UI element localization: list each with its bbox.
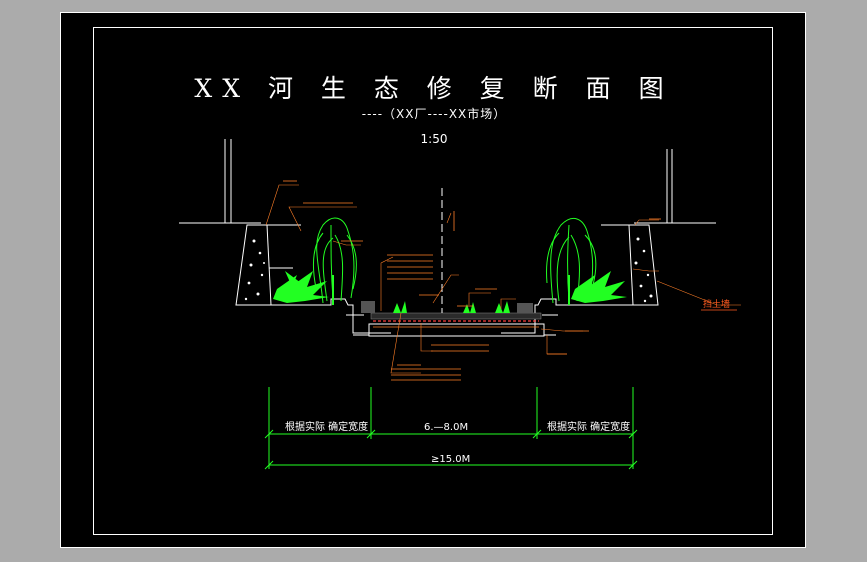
right-building <box>634 149 716 224</box>
drawing-subtitle: ----（XX厂----XX市场） <box>361 107 507 121</box>
drawing-title: XX 河 生 态 修 复 断 面 图 <box>194 74 674 103</box>
dimension-lines <box>264 387 638 470</box>
left-retaining-wall <box>235 224 301 306</box>
left-building <box>179 139 261 224</box>
right-shrub <box>571 271 627 303</box>
retaining-wall-label: 挡土墙 <box>703 298 730 310</box>
left-willow-tree <box>312 217 357 305</box>
cross-section-diagram: 挡土墙 根据实际 确定宽度 6.—8.0M 根据实际 确定宽度 ≥15.0M <box>179 139 741 470</box>
drawing-sheet: XX 河 生 态 修 复 断 面 图 ----（XX厂----XX市场） 1:5… <box>60 12 806 548</box>
left-width-dimension: 根据实际 确定宽度 <box>285 420 368 433</box>
left-shrub <box>273 271 329 303</box>
aquatic-plants <box>393 301 510 313</box>
drawing-scale: 1:50 <box>420 132 448 146</box>
river-bed-profile <box>236 298 658 337</box>
right-width-dimension: 根据实际 确定宽度 <box>547 420 630 433</box>
drawing-frame <box>93 27 773 535</box>
total-width-dimension: ≥15.0M <box>431 454 470 465</box>
right-retaining-wall <box>601 224 659 306</box>
channel-lining <box>361 301 542 328</box>
annotation-leaders <box>265 184 741 374</box>
annotation-marks <box>283 180 661 381</box>
center-width-dimension: 6.—8.0M <box>424 422 468 433</box>
